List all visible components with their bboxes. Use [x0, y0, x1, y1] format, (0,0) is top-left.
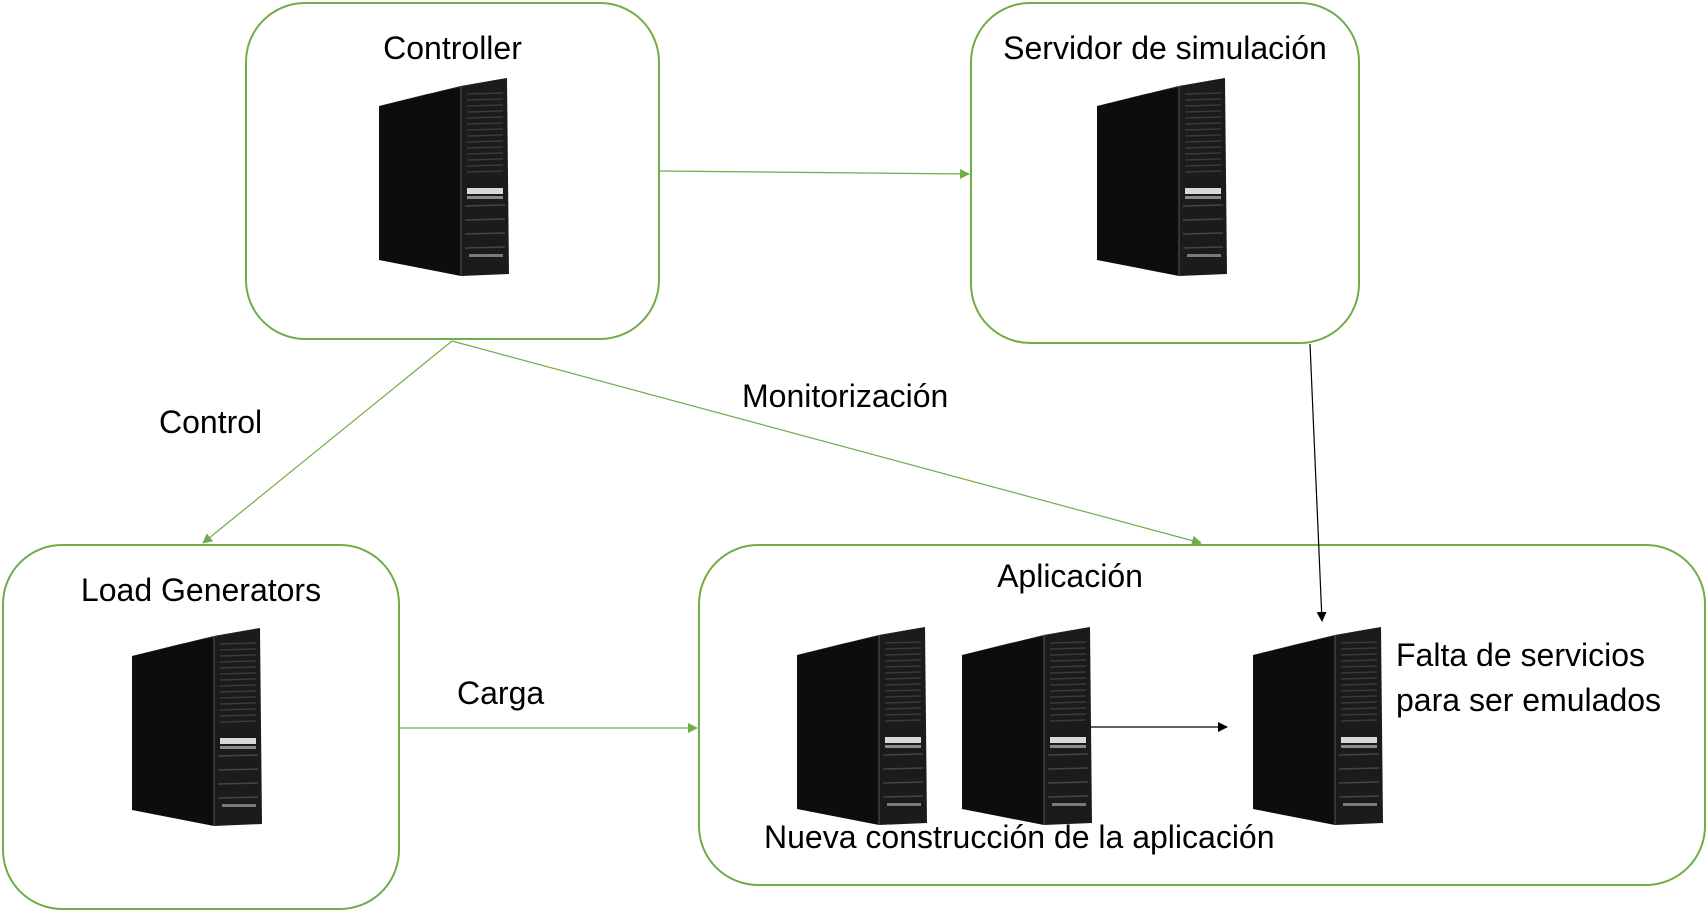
new-build-label: Nueva construcción de la aplicación: [764, 819, 1275, 855]
control-arrow: [202, 340, 453, 544]
controller-title: Controller: [383, 30, 522, 66]
simulation-server-title: Servidor de simulación: [1003, 30, 1327, 66]
simulation-to-missing-service-arrow: [1309, 343, 1327, 622]
missing-service-server-icon: [1251, 627, 1385, 832]
controller-server-icon: [377, 78, 511, 283]
simulation-server-icon: [1095, 78, 1229, 283]
control-edge-label: Control: [159, 404, 263, 440]
load-edge-label: Carga: [457, 675, 545, 711]
monitoring-arrow: [451, 340, 1202, 546]
controller-to-simulation-arrow: [659, 168, 970, 179]
application-server-icon-2: [960, 627, 1094, 832]
load-generators-title: Load Generators: [80, 572, 322, 608]
application-server-icon-1: [795, 627, 929, 832]
monitoring-edge-label: Monitorización: [742, 378, 949, 414]
application-title: Aplicación: [997, 558, 1143, 594]
missing-services-label: Falta de servicios para ser emulados: [1396, 637, 1662, 718]
load-generator-server-icon: [130, 628, 264, 833]
